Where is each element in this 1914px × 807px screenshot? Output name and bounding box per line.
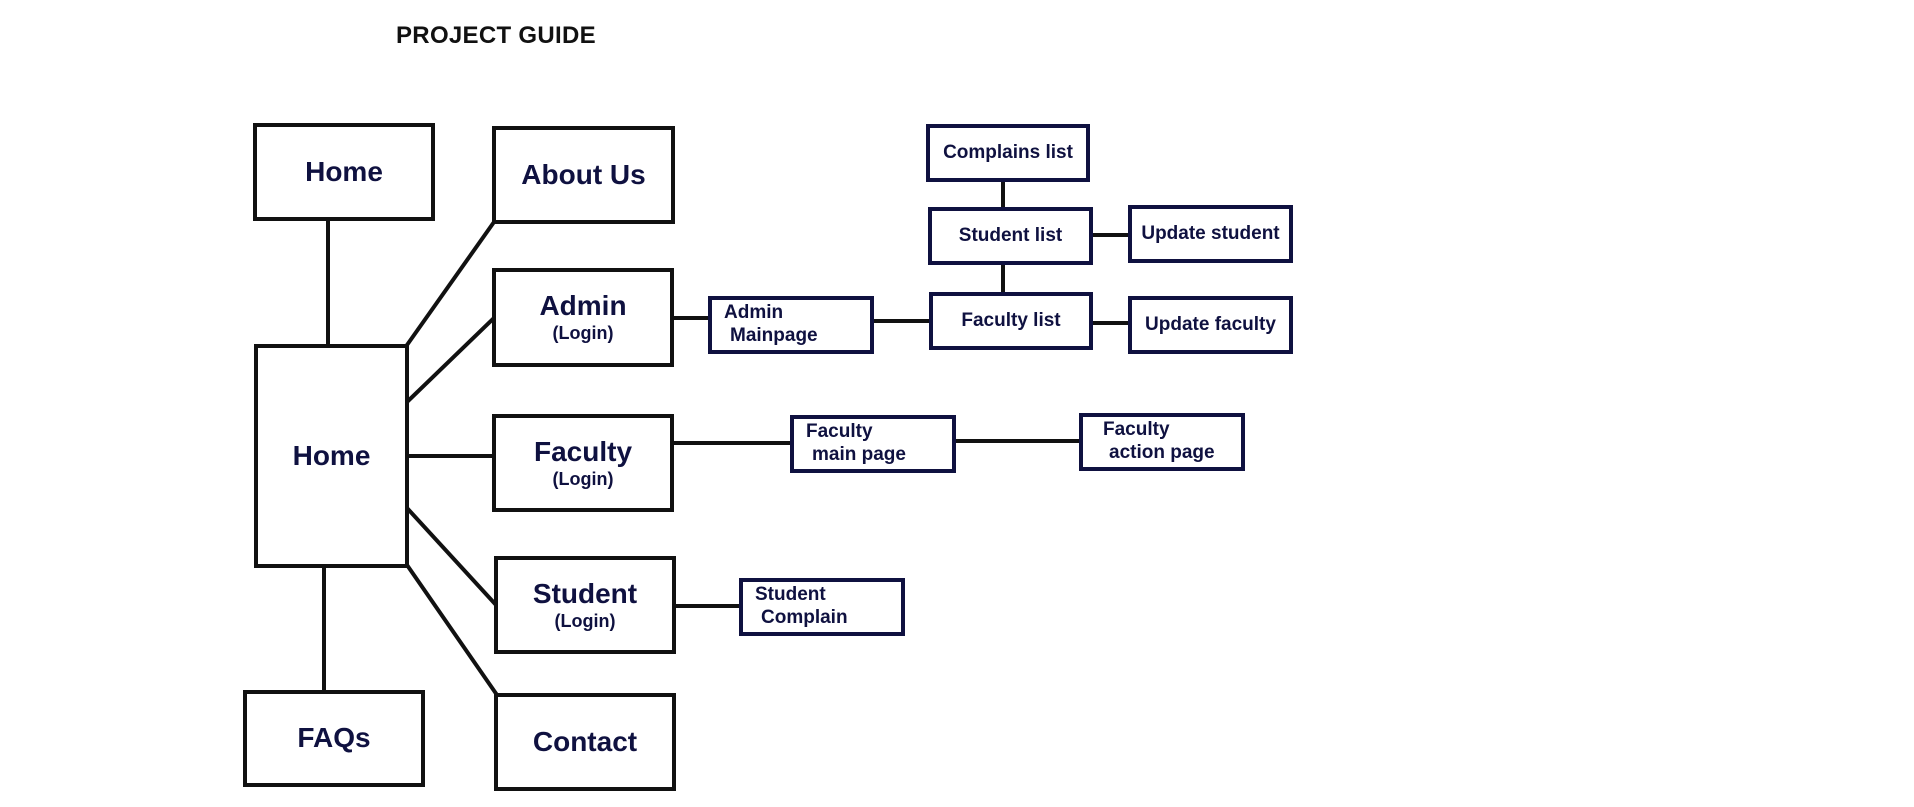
- home-top-node: Home: [253, 123, 435, 221]
- update-student-label: Update student: [1141, 222, 1280, 244]
- faqs-label: FAQs: [297, 722, 371, 754]
- faculty-login-label: (Login): [552, 468, 614, 489]
- faculty-node: Faculty (Login): [492, 414, 674, 512]
- faculty-action-page-node: Faculty action page: [1079, 413, 1245, 471]
- about-us-label: About Us: [521, 158, 646, 190]
- faqs-node: FAQs: [243, 690, 425, 787]
- home-main-label: Home: [292, 439, 371, 471]
- about-us-node: About Us: [492, 126, 675, 224]
- complains-list-label: Complains list: [943, 141, 1073, 163]
- faculty-main-page-line1: Faculty: [806, 421, 873, 443]
- faculty-action-page-line1: Faculty: [1103, 419, 1170, 441]
- student-label: Student: [532, 577, 638, 609]
- faculty-main-page-line2: main page: [812, 444, 906, 465]
- faculty-list-label: Faculty list: [961, 309, 1061, 331]
- student-login-label: (Login): [554, 610, 616, 631]
- home-top-label: Home: [305, 155, 383, 187]
- faculty-main-page-node: Faculty main page: [790, 415, 956, 473]
- admin-mainpage-line1: Admin: [724, 302, 784, 324]
- connector-home-to-student: [404, 505, 500, 609]
- connector-home-to-admin: [404, 315, 497, 405]
- page-title: PROJECT GUIDE: [396, 22, 596, 49]
- update-student-node: Update student: [1128, 205, 1293, 263]
- student-node: Student (Login): [494, 556, 676, 654]
- student-list-node: Student list: [928, 207, 1093, 265]
- student-complain-line1: Student: [755, 584, 826, 606]
- contact-label: Contact: [532, 725, 638, 757]
- faculty-label: Faculty: [533, 435, 633, 467]
- connector-home-to-about: [404, 219, 497, 348]
- contact-node: Contact: [494, 693, 676, 791]
- connector-home-to-contact: [404, 562, 500, 698]
- student-list-label: Student list: [958, 224, 1063, 246]
- admin-node: Admin (Login): [492, 268, 674, 367]
- student-complain-line2: Complain: [761, 607, 848, 628]
- admin-login-label: (Login): [552, 323, 614, 343]
- admin-mainpage-node: Admin Mainpage: [708, 296, 874, 354]
- admin-label: Admin: [539, 290, 627, 322]
- admin-mainpage-line2: Mainpage: [730, 325, 818, 346]
- student-complain-node: Student Complain: [739, 578, 905, 636]
- update-faculty-label: Update faculty: [1145, 313, 1276, 335]
- home-main-node: Home: [254, 344, 409, 568]
- update-faculty-node: Update faculty: [1128, 296, 1293, 354]
- faculty-list-node: Faculty list: [929, 292, 1093, 350]
- complains-list-node: Complains list: [926, 124, 1090, 182]
- faculty-action-page-line2: action page: [1109, 442, 1215, 463]
